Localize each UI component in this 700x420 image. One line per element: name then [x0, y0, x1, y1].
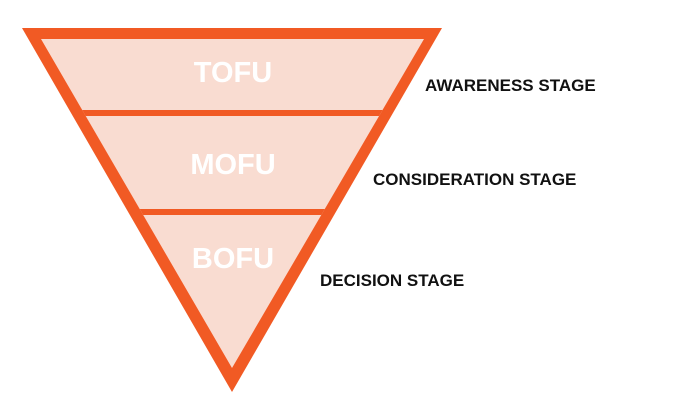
level-bofu: BOFU — [192, 243, 274, 275]
stage-consideration: CONSIDERATION STAGE — [373, 170, 577, 189]
level-mofu: MOFU — [190, 149, 275, 181]
stage-awareness: AWARENESS STAGE — [425, 76, 596, 95]
funnel-fill — [41, 39, 424, 368]
level-tofu: TOFU — [194, 57, 272, 89]
divider-mofu-bofu — [41, 209, 424, 215]
divider-tofu-mofu — [41, 110, 424, 116]
stage-decision: DECISION STAGE — [320, 271, 465, 290]
